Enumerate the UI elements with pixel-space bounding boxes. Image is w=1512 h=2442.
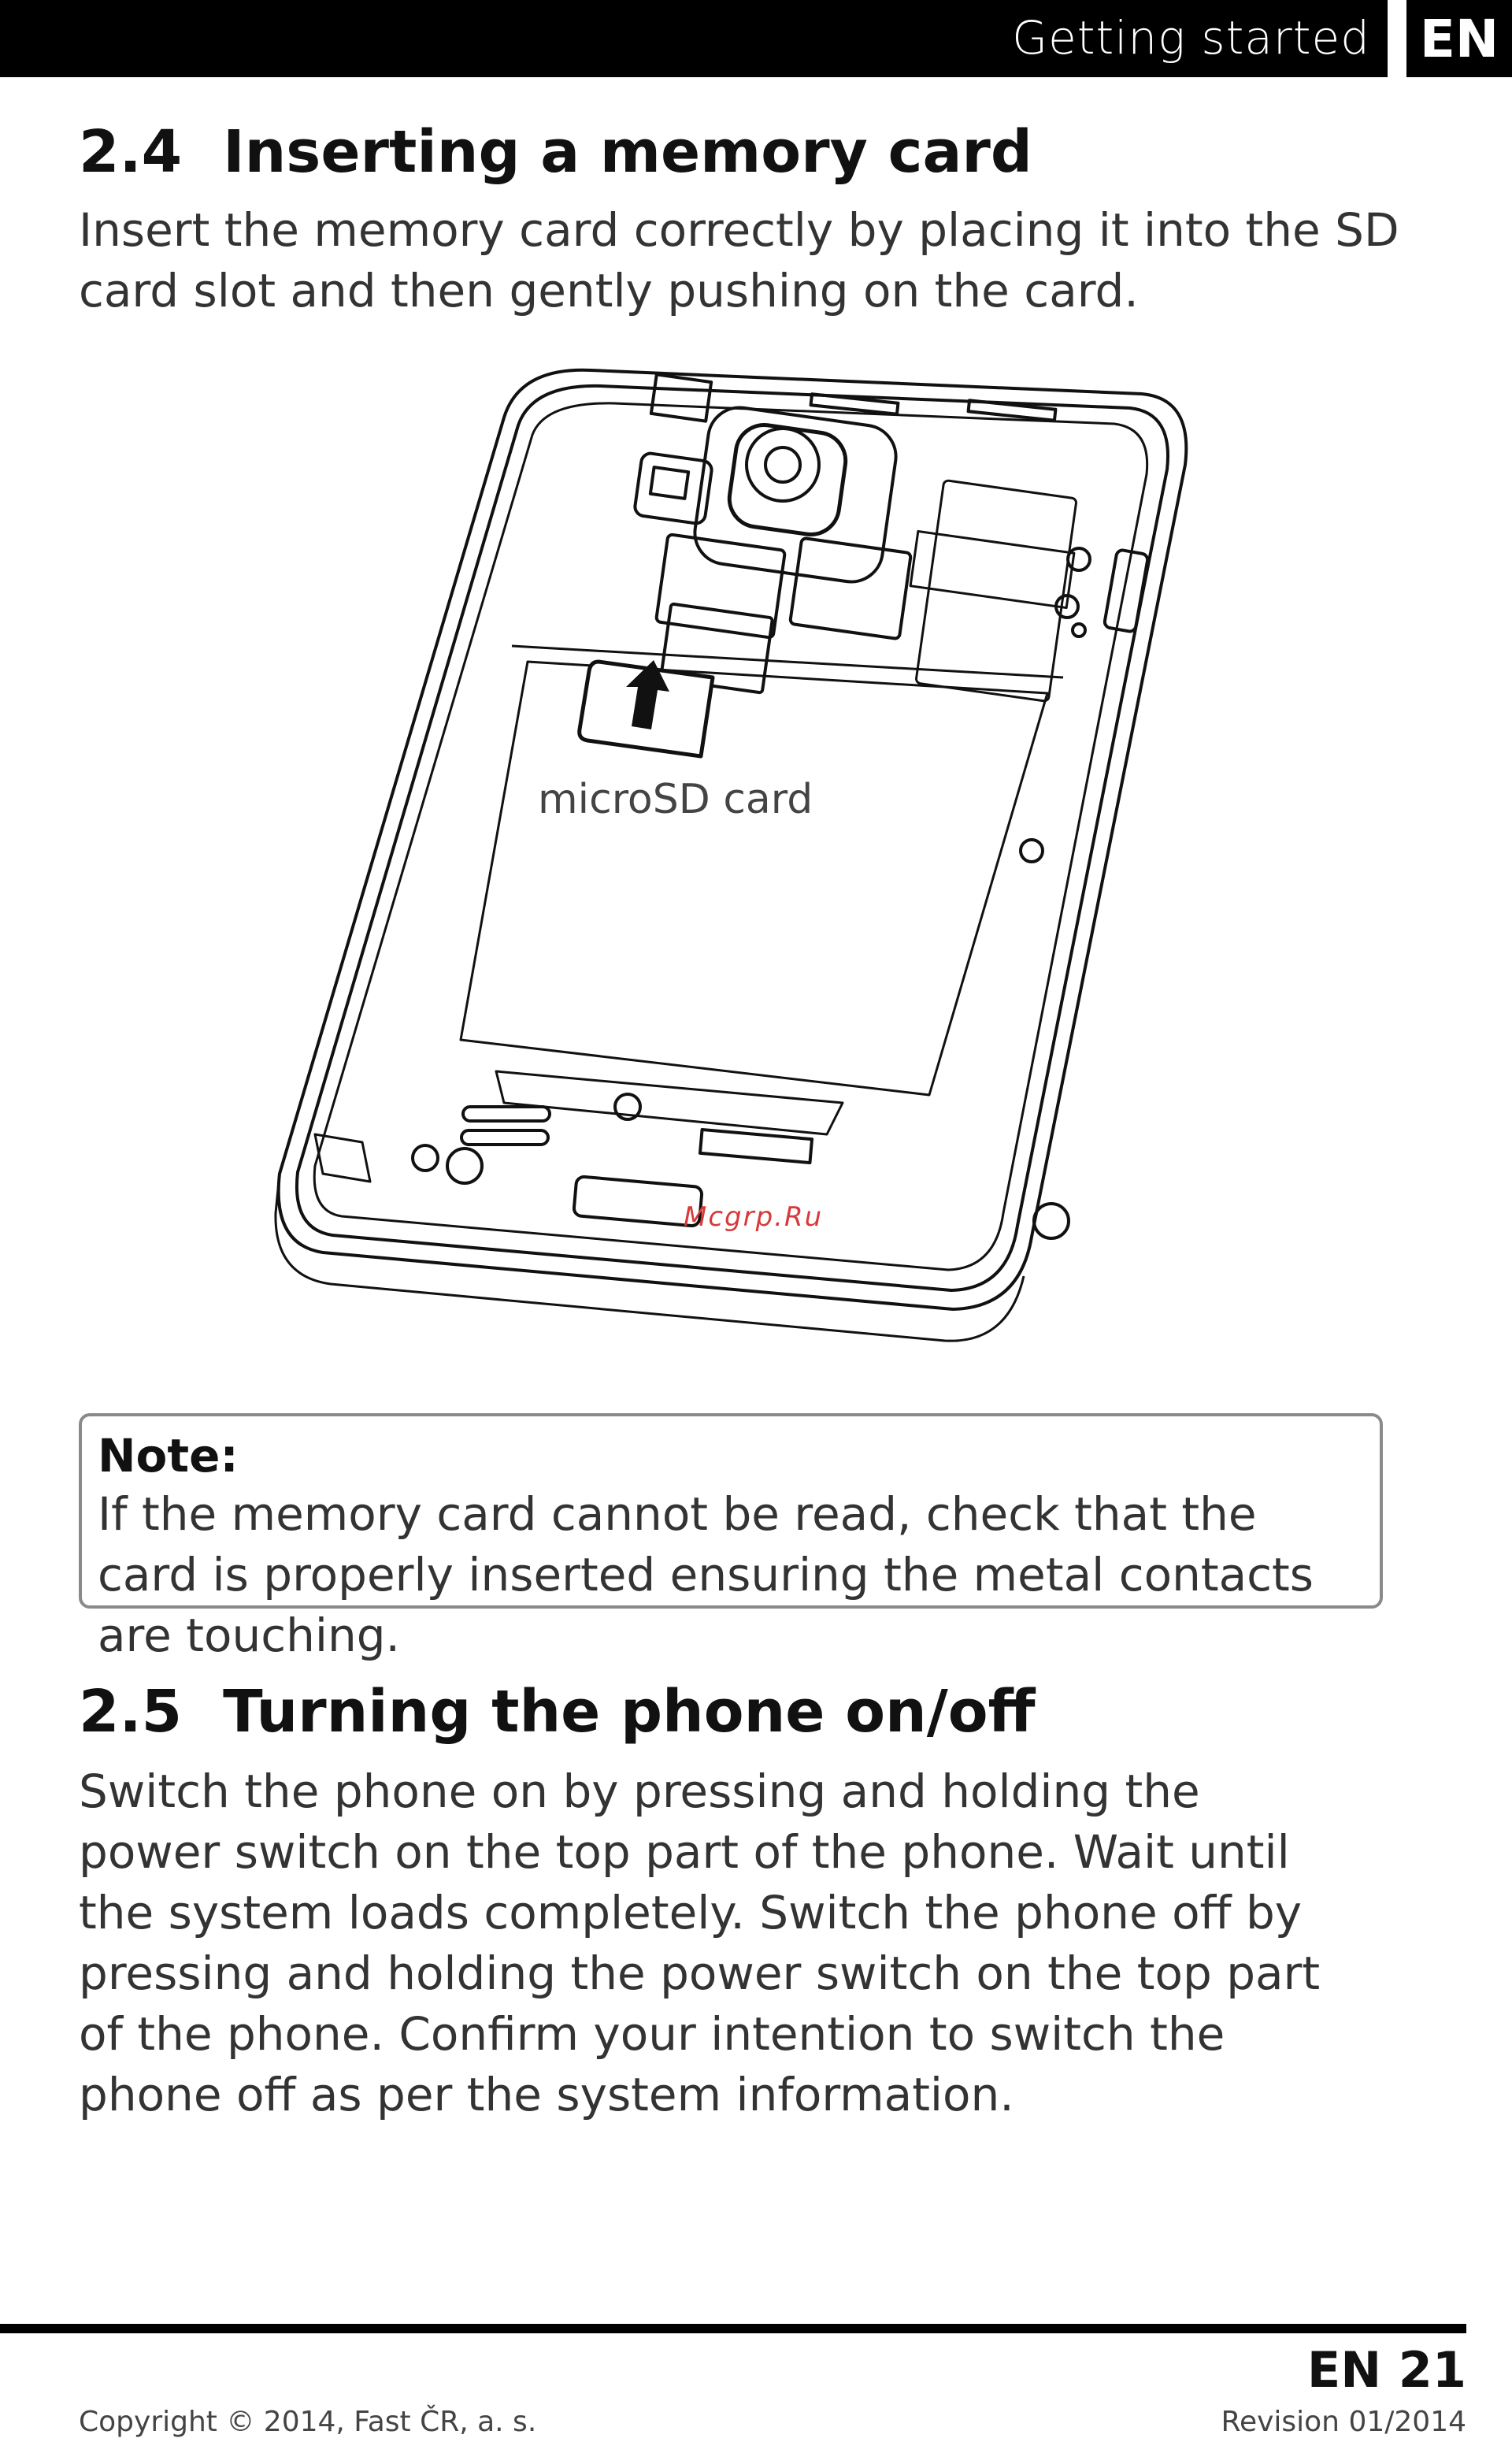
microsd-card-label: microSD card (538, 776, 813, 823)
section-2-4-heading: 2.4 Inserting a memory card (79, 118, 1032, 186)
copyright-text: Copyright © 2014, Fast ČR, a. s. (79, 2406, 537, 2438)
page-number: EN 21 (1306, 2341, 1466, 2399)
section-number: 2.4 (79, 118, 183, 186)
note-text: If the memory card cannot be read, check… (98, 1487, 1314, 1662)
insert-direction-arrow (626, 660, 669, 729)
phone-outline (276, 368, 1188, 1311)
header-bar: Getting started (0, 0, 1388, 77)
section-number: 2.5 (79, 1678, 183, 1746)
battery-compartment (459, 660, 1049, 1097)
footer-rule (0, 2324, 1466, 2333)
watermark-text: Mcgrp.Ru (684, 1201, 824, 1233)
note-box: Note: If the memory card cannot be read,… (79, 1413, 1383, 1662)
section-2-4-body: Insert the memory card correctly by plac… (79, 203, 1399, 317)
section-2-5-body: Switch the phone on by pressing and hold… (79, 1765, 1321, 2121)
language-badge: EN (1406, 0, 1512, 77)
section-title: Turning the phone on/off (223, 1678, 1036, 1746)
running-header-title: Getting started (1012, 11, 1370, 65)
section-title: Inserting a memory card (223, 118, 1032, 186)
language-label: EN (1419, 8, 1499, 69)
section-2-5-heading: 2.5 Turning the phone on/off (79, 1678, 1036, 1746)
revision-text: Revision 01/2014 (1221, 2406, 1466, 2438)
note-title: Note: (98, 1429, 239, 1483)
phone-memory-card-illustration (260, 347, 1228, 1363)
